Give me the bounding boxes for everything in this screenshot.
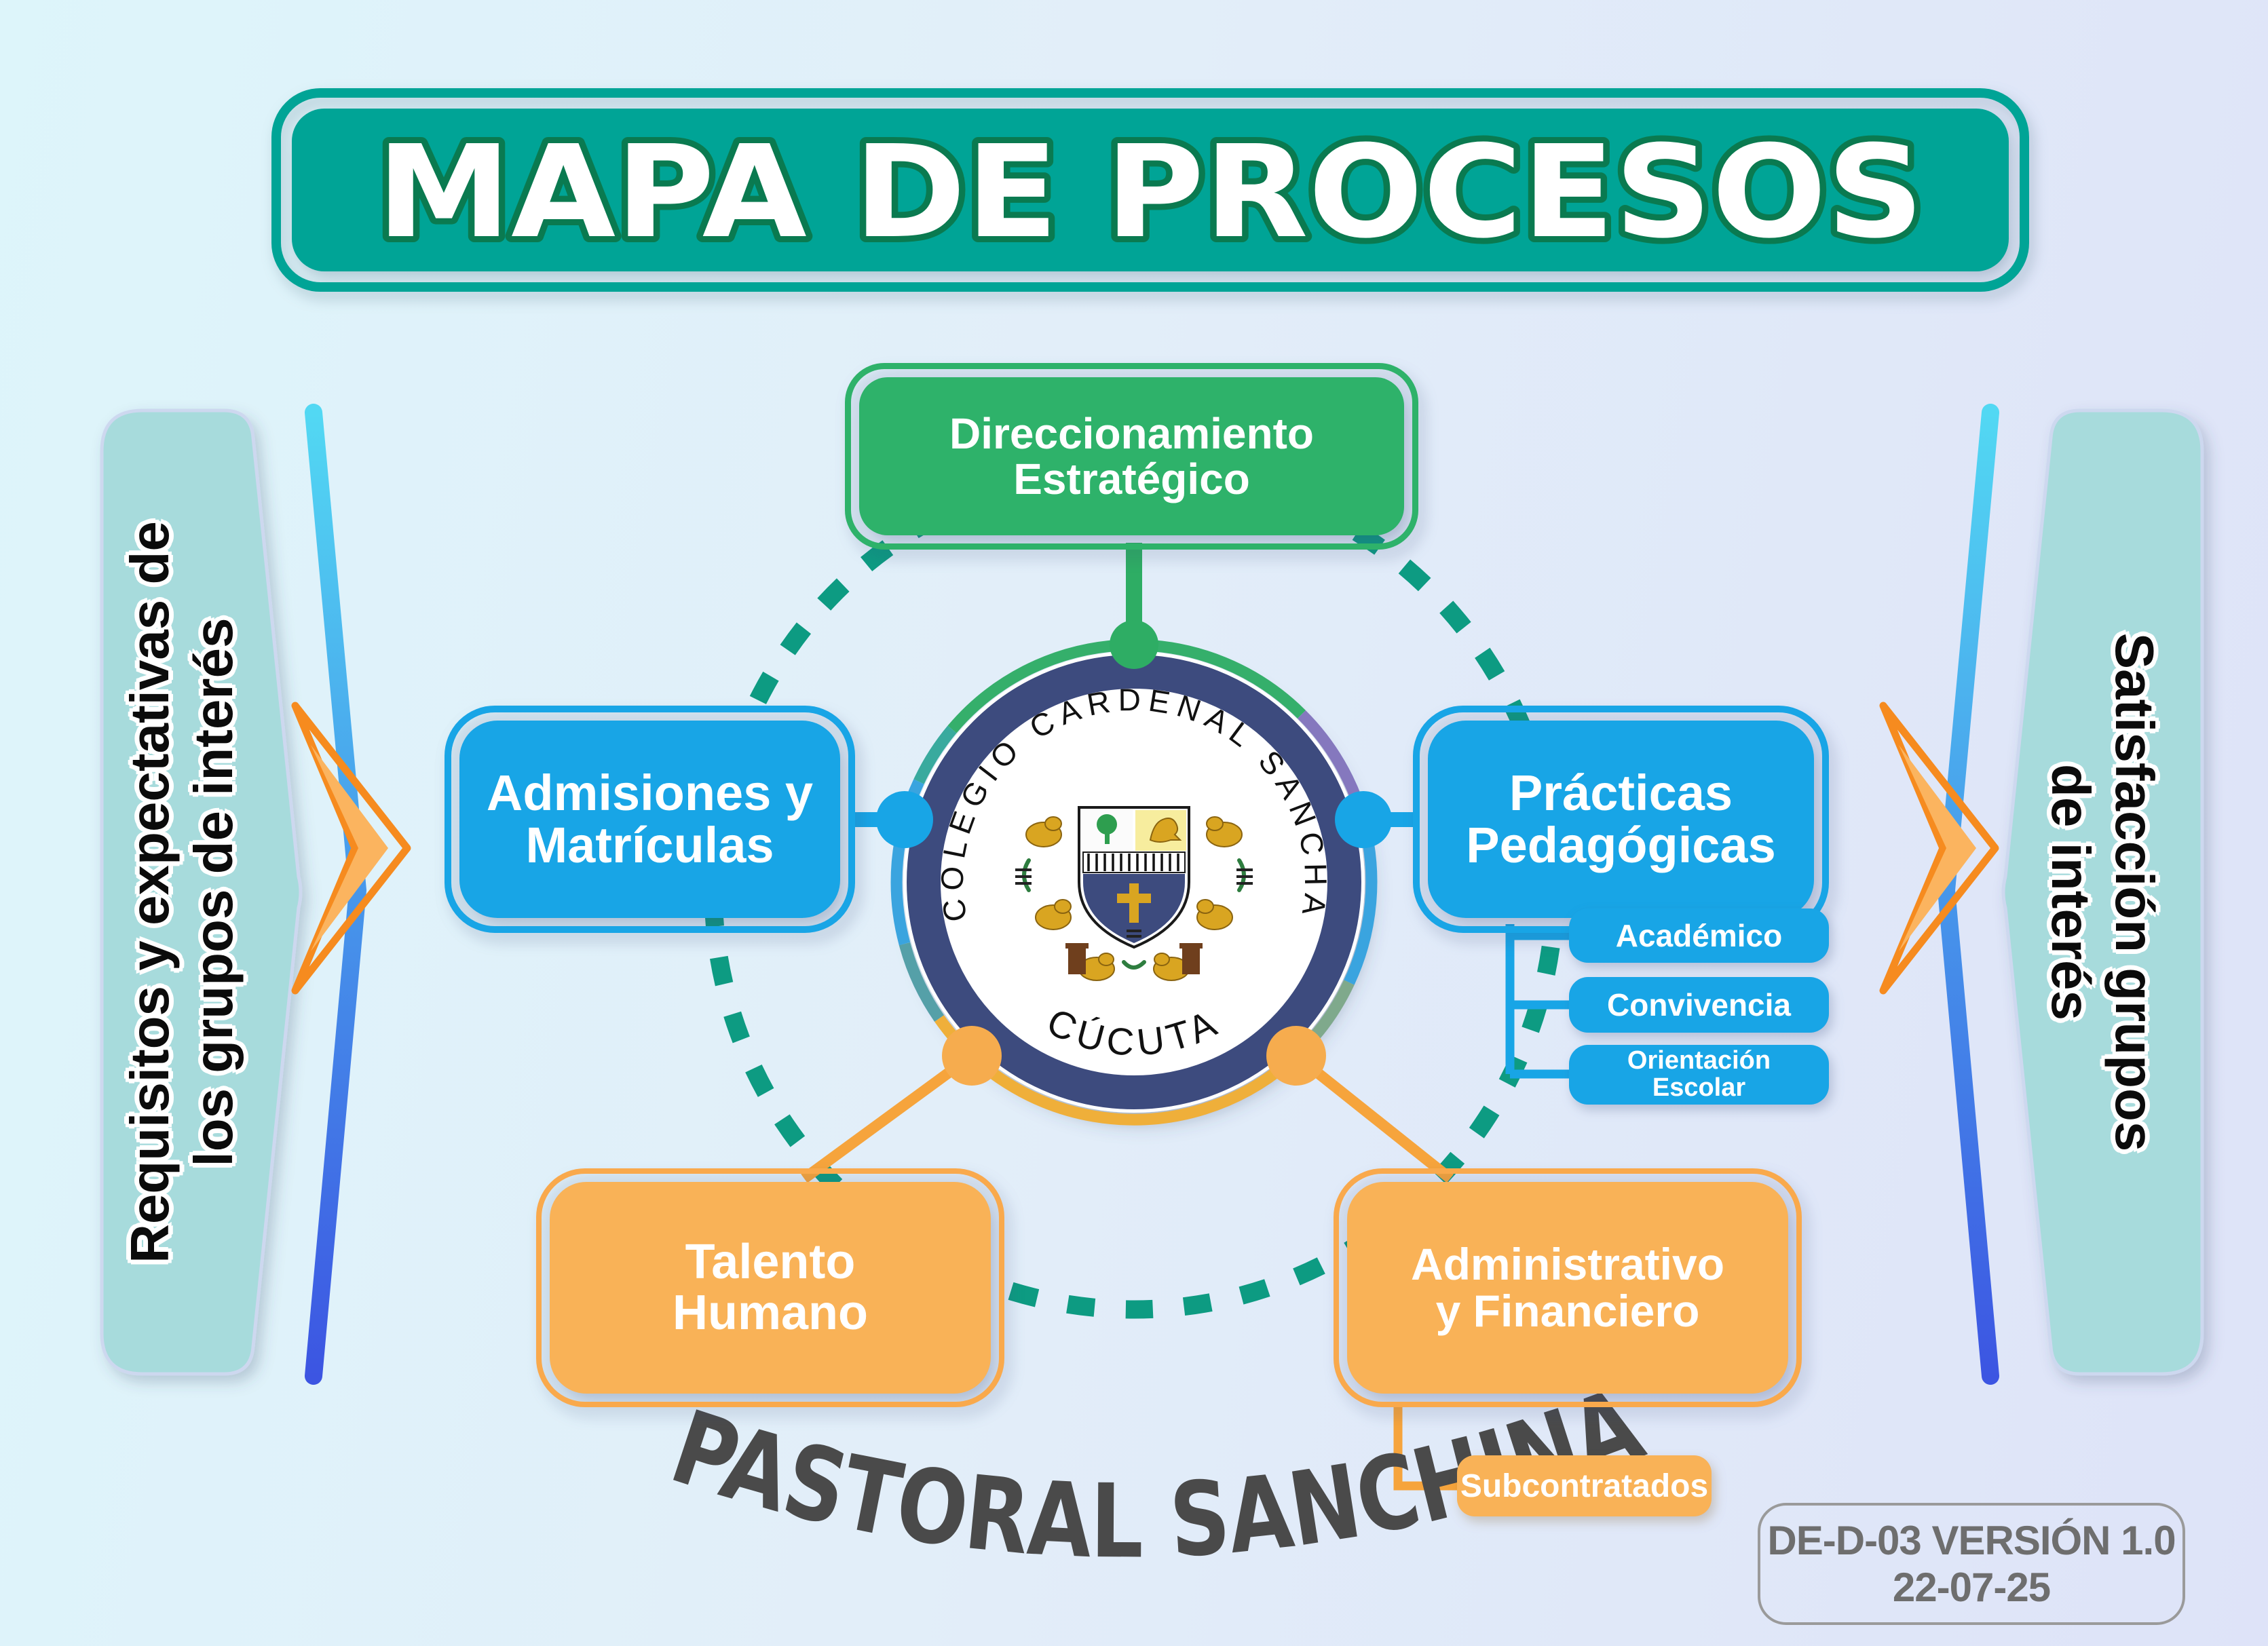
- right-flow-arrow-icon: [1879, 702, 1999, 995]
- dot-talent: [942, 1026, 1002, 1086]
- strategic-line1: Direccionamiento: [949, 408, 1315, 458]
- left-stakeholder-panel: [100, 408, 303, 1376]
- admin-line1: Administrativo: [1410, 1239, 1725, 1290]
- left-panel-accent-strip: [305, 404, 367, 1385]
- subnode-orientacion-escolar: Orientación Escolar: [1569, 1045, 1829, 1105]
- right-panel-accent-strip: [1937, 404, 1999, 1385]
- right-panel-text: Satisfacción grupos de interés: [2014, 417, 2191, 1367]
- subnode-convivencia: Convivencia: [1569, 977, 1829, 1033]
- node-administrativo-financiero: Administrativo y Financiero: [1334, 1168, 1802, 1407]
- node-talento-humano: Talento Humano: [536, 1168, 1004, 1407]
- version-code: DE-D-03 VERSIÓN 1.0: [1767, 1518, 2176, 1563]
- connector-pedagogical-children: [1505, 924, 1569, 1079]
- right-panel-line2: de interés: [2041, 764, 2101, 1020]
- title-banner: MAPA DE PROCESOS: [271, 88, 2029, 292]
- left-panel-line1: Requisitos y expectativas de: [119, 521, 180, 1263]
- left-flow-arrow-icon: [291, 702, 411, 995]
- admin-line2: y Financiero: [1435, 1286, 1700, 1336]
- left-panel-text: Requisitos y expectativas de los grupos …: [94, 417, 270, 1367]
- dot-admissions: [876, 791, 933, 848]
- node-admisiones-matriculas: Admisiones y Matrículas: [445, 706, 855, 933]
- node-direccionamiento-estrategico: Direccionamiento Estratégico: [845, 363, 1418, 550]
- school-seal: COLEGIO CARDENAL SANCHA CÚCUTA: [876, 620, 1392, 1126]
- connector-admin: [1293, 1051, 1454, 1183]
- dot-pedagogical: [1335, 791, 1392, 848]
- left-panel-line2: los grupos de interés: [183, 617, 244, 1167]
- connector-talent: [801, 1051, 975, 1183]
- academico-label: Académico: [1615, 917, 1783, 953]
- subnode-academico: Académico: [1569, 908, 1829, 963]
- convivencia-label: Convivencia: [1607, 987, 1791, 1022]
- connector-subcontratados: [1393, 1403, 1457, 1491]
- subnode-subcontratados: Subcontratados: [1457, 1455, 1712, 1516]
- dot-strategic: [1110, 620, 1158, 669]
- admissions-line2: Matrículas: [525, 816, 774, 873]
- subcontratados-label: Subcontratados: [1460, 1468, 1709, 1504]
- node-practicas-pedagogicas: Prácticas Pedagógicas: [1413, 706, 1829, 933]
- pedagogical-line1: Prácticas: [1509, 764, 1733, 821]
- page-title: MAPA DE PROCESOS: [377, 118, 1924, 267]
- dot-admin: [1266, 1026, 1326, 1086]
- talent-line1: Talento: [685, 1235, 856, 1290]
- right-panel-line1: Satisfacción grupos: [2104, 632, 2166, 1152]
- orientacion-label: Orientación Escolar: [1627, 1046, 1771, 1102]
- admissions-line1: Admisiones y: [486, 764, 814, 821]
- version-date: 22-07-25: [1892, 1565, 2051, 1610]
- seal-crest: [1015, 806, 1253, 981]
- right-stakeholder-panel: [2001, 408, 2204, 1376]
- pedagogical-line2: Pedagógicas: [1466, 816, 1776, 873]
- strategic-line2: Estratégico: [1013, 454, 1250, 503]
- version-box: DE-D-03 VERSIÓN 1.0 22-07-25: [1758, 1503, 2185, 1625]
- title-banner-fill: MAPA DE PROCESOS: [292, 109, 2009, 271]
- talent-line2: Humano: [673, 1286, 868, 1340]
